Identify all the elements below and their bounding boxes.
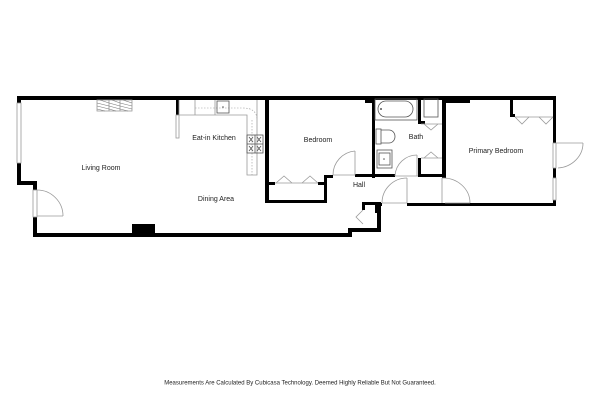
footer-disclaimer: Measurements Are Calculated By Cubicasa … [164, 381, 436, 387]
room-label-eat-in-kitchen: Eat-in Kitchen [192, 135, 236, 142]
linen-closet-doors[interactable] [421, 123, 442, 159]
kitchen-sink [216, 100, 230, 114]
interior-walls [132, 96, 515, 237]
room-label-bath: Bath [409, 134, 424, 141]
stove [246, 134, 264, 154]
room-label-bedroom: Bedroom [304, 137, 333, 144]
door-bedroom[interactable] [332, 150, 356, 176]
room-label-hall: Hall [353, 182, 366, 189]
window-primary-bedroom [552, 177, 557, 201]
door-primary-exterior[interactable] [552, 142, 584, 169]
door-hall-entry[interactable] [381, 177, 408, 204]
bedroom-closet-doors[interactable] [275, 175, 319, 184]
door-living-room-entry[interactable] [32, 189, 64, 218]
bathtub [374, 98, 418, 121]
primary-closet-doors[interactable] [514, 116, 554, 125]
room-label-primary-bedroom: Primary Bedroom [469, 148, 524, 155]
window-living-room [16, 102, 22, 164]
bathroom-sink [376, 149, 393, 169]
door-primary-bedroom[interactable] [441, 177, 471, 204]
door-hall-closet[interactable] [355, 209, 364, 225]
fireplace-hatch [96, 99, 133, 112]
toilet [375, 128, 396, 145]
door-bath[interactable] [394, 154, 418, 177]
linen-closet-shelf [423, 98, 439, 118]
room-label-dining-area: Dining Area [198, 196, 234, 203]
room-label-living-room: Living Room [82, 165, 121, 172]
